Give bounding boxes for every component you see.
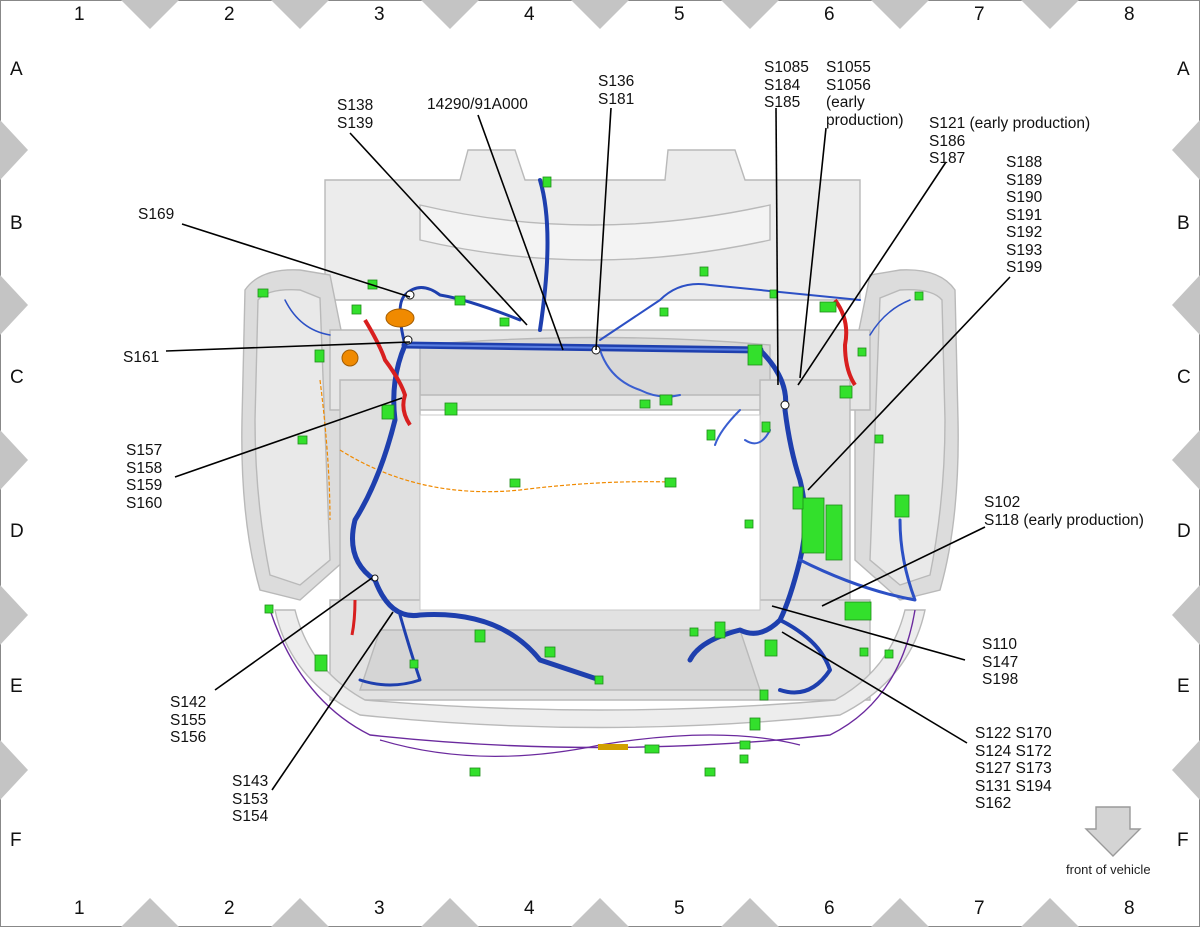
front-arrow-icon	[1084, 806, 1142, 857]
grid-row-c-right: C	[1177, 367, 1191, 388]
label-s1085: S1085 S184 S185	[764, 59, 809, 111]
grid-col-7-bottom: 7	[974, 898, 985, 919]
grid-row-f-right: F	[1177, 830, 1189, 851]
red-power-cable-right	[833, 298, 857, 387]
chassis-frame	[241, 149, 959, 729]
grid-row-a-left: A	[10, 59, 23, 80]
label-s142: S142 S155 S156	[170, 694, 207, 746]
grid-col-4-bottom: 4	[524, 898, 535, 919]
grid-row-b-right: B	[1177, 213, 1190, 234]
grid-row-d-right: D	[1177, 521, 1191, 542]
label-s169: S169	[138, 206, 175, 223]
grid-col-4-top: 4	[524, 4, 535, 25]
grid-row-f-left: F	[10, 830, 22, 851]
label-s161: S161	[123, 349, 160, 366]
front-of-vehicle-label: front of vehicle	[1066, 862, 1151, 877]
grid-row-b-left: B	[10, 213, 23, 234]
grid-col-2-bottom: 2	[224, 898, 235, 919]
grid-row-e-right: E	[1177, 676, 1190, 697]
grid-col-6-bottom: 6	[824, 898, 835, 919]
grid-col-8-top: 8	[1124, 4, 1135, 25]
main-harness	[284, 178, 917, 695]
grid-row-e-left: E	[10, 676, 23, 697]
label-s102: S102 S118 (early production)	[984, 494, 1144, 529]
grid-col-1-bottom: 1	[74, 898, 85, 919]
label-s121: S121 (early production) S186 S187	[929, 115, 1091, 167]
leader-lines	[165, 107, 1011, 791]
grid-row-d-left: D	[10, 521, 24, 542]
orange-component	[341, 349, 359, 367]
label-s157: S157 S158 S159 S160	[126, 442, 163, 512]
label-s122: S122 S170 S124 S172 S127 S173 S131 S194 …	[975, 725, 1052, 812]
grid-col-5-top: 5	[674, 4, 685, 25]
grid-col-7-top: 7	[974, 4, 985, 25]
label-s143: S143 S153 S154	[232, 773, 269, 825]
label-s136: S136 S181	[598, 73, 635, 108]
label-s188: S188 S189 S190 S191 S192 S193 S199	[1006, 154, 1043, 276]
label-14290: 14290/91A000	[427, 96, 528, 113]
label-s110: S110 S147 S198	[982, 636, 1019, 688]
grid-col-3-top: 3	[374, 4, 385, 25]
grid-col-3-bottom: 3	[374, 898, 385, 919]
grid-col-8-bottom: 8	[1124, 898, 1135, 919]
orange-wire	[319, 379, 671, 521]
engine-bay-opening	[419, 414, 761, 611]
grid-col-5-bottom: 5	[674, 898, 685, 919]
grid-col-2-top: 2	[224, 4, 235, 25]
grid-row-c-left: C	[10, 367, 24, 388]
grid-row-a-right: A	[1177, 59, 1190, 80]
grid-col-6-top: 6	[824, 4, 835, 25]
grid-col-1-top: 1	[74, 4, 85, 25]
label-s1055: S1055 S1056 (early production)	[826, 59, 904, 129]
label-s138: S138 S139	[337, 97, 374, 132]
connectors	[257, 176, 924, 777]
